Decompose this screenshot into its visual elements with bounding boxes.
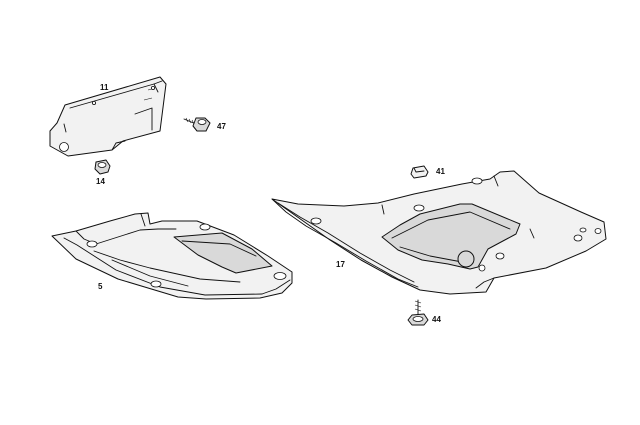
bolt-part[interactable] [407, 299, 429, 326]
rear-underbody-panel-part[interactable] [271, 170, 607, 295]
screw-part[interactable] [183, 117, 211, 132]
callout-11: 11 [100, 83, 109, 92]
callout-14: 14 [96, 177, 105, 186]
clip-part[interactable] [410, 165, 429, 179]
bracket-panel-part[interactable] [49, 76, 167, 157]
callout-5: 5 [98, 282, 103, 291]
callout-17: 17 [336, 260, 345, 269]
callout-44: 44 [432, 315, 441, 324]
front-underbody-panel-part[interactable] [51, 212, 293, 300]
callout-41: 41 [436, 167, 445, 176]
nut-part[interactable] [94, 159, 111, 175]
callout-47: 47 [217, 122, 226, 131]
